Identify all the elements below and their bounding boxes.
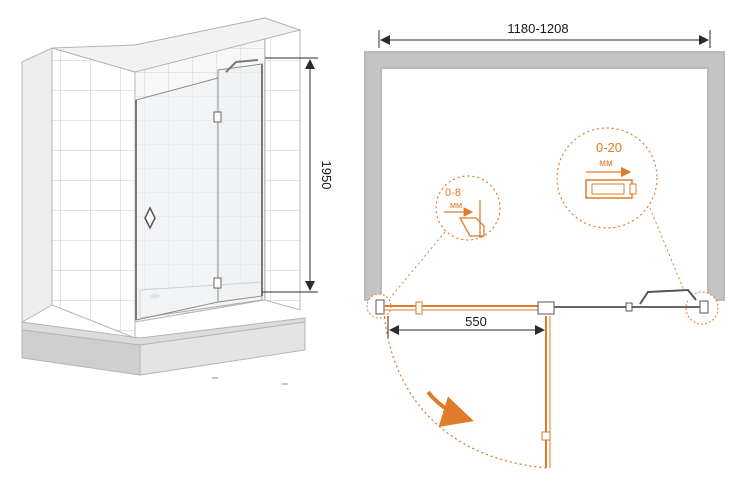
right-profile-inner <box>591 183 625 195</box>
top-wall-fill <box>366 53 723 67</box>
left-wall-front <box>51 47 136 339</box>
right-callout-leader <box>649 207 686 294</box>
left-wall-fill <box>366 53 380 299</box>
stabilizer-bar-plan <box>639 288 697 305</box>
height-label: 1950 <box>319 161 334 190</box>
fixed-glass-panel <box>217 63 263 303</box>
rotation-arrow-icon <box>426 390 474 428</box>
wall-top <box>51 17 302 73</box>
right-wall <box>264 17 301 311</box>
door-swing-arc <box>383 311 549 469</box>
left-profile-detail <box>458 217 485 237</box>
left-wall-profile-plan <box>375 299 385 315</box>
left-wall-side <box>21 47 53 323</box>
door-handle-icon <box>144 206 156 230</box>
right-detail-callout <box>556 127 658 229</box>
glass-door <box>135 77 219 321</box>
right-profile-clip <box>629 183 637 195</box>
right-wall-profile-plan <box>699 300 709 314</box>
right-wall-fill <box>709 53 723 299</box>
plan-view: 1180-1208 0-20 мм 0-8 мм <box>364 21 725 469</box>
right-adjust-unit: мм <box>599 158 613 169</box>
width-label: 1180-1208 <box>507 21 568 36</box>
perspective-view: 1950 <box>21 17 334 385</box>
door-open-handle <box>541 431 551 441</box>
door-width-label: 550 <box>465 314 487 329</box>
left-callout-leader <box>389 231 446 299</box>
door-handle-plan <box>415 301 423 315</box>
hinge-icon <box>537 301 555 315</box>
right-adjust-label: 0-20 <box>596 140 622 155</box>
fixed-panel-mark <box>625 302 633 312</box>
stabilizer-bar <box>225 59 259 73</box>
left-adjust-label: 0-8 <box>445 187 461 199</box>
hinge-icon <box>213 277 222 289</box>
hinge-icon <box>213 111 222 123</box>
floor-slab-side <box>139 321 306 376</box>
left-adjust-unit: мм <box>450 200 462 210</box>
